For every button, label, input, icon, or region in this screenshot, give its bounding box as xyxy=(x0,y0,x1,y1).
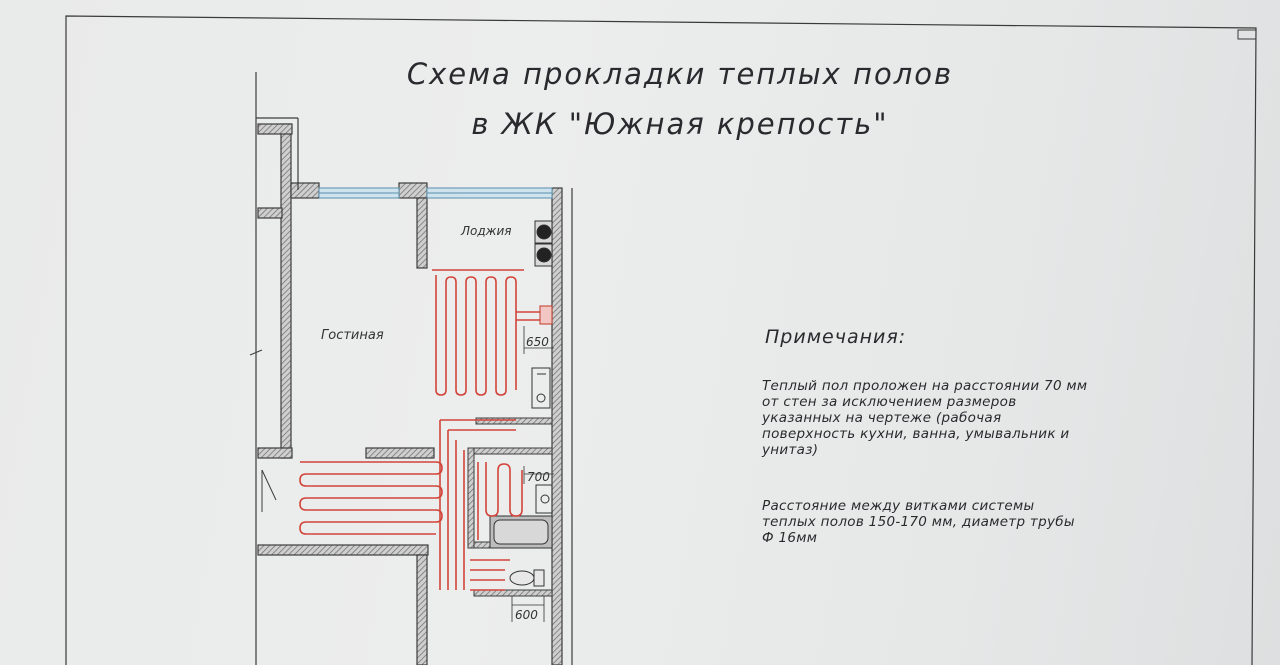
bathtub xyxy=(489,515,553,549)
note-pipe-spacing-line: теплых полов 150-170 мм, диаметр трубы xyxy=(762,514,1075,530)
note-offset-line: поверхность кухни, ванна, умывальник и xyxy=(762,426,1070,442)
bathroom-sink xyxy=(535,484,553,514)
kitchen-sink xyxy=(531,367,551,409)
room-label-loggia: Лоджия xyxy=(460,224,512,238)
note-offset-line: от стен за исключением размеров xyxy=(762,394,1017,410)
drawing-subtitle: в ЖК "Южная крепость" xyxy=(471,107,889,141)
pipe-collector xyxy=(539,305,553,325)
entrance-door xyxy=(261,469,277,512)
room-label-living-room: Гостиная xyxy=(321,328,384,343)
note-pipe-spacing: Расстояние между витками системы теплых … xyxy=(762,498,1075,546)
note-offset-line: указанных на чертеже (рабочая xyxy=(762,410,1002,426)
exterior-walls xyxy=(257,123,563,665)
heating-pipe xyxy=(299,269,548,591)
ventilation-units xyxy=(534,220,553,267)
dimension-700: 700 xyxy=(527,470,550,484)
toilet xyxy=(509,569,545,587)
loggia-window xyxy=(318,187,553,199)
note-pipe-spacing-line: Ф 16мм xyxy=(762,530,818,546)
note-offset: Теплый пол проложен на расстоянии 70 мм … xyxy=(762,378,1087,458)
dimension-lines xyxy=(511,326,554,622)
dimension-600: 600 xyxy=(515,608,538,622)
note-offset-line: унитаз) xyxy=(762,442,819,458)
notes-heading: Примечания: xyxy=(765,326,907,348)
drawing-title: Схема прокладки теплых полов xyxy=(406,57,954,91)
dimension-650: 650 xyxy=(526,335,549,349)
note-offset-line: Теплый пол проложен на расстоянии 70 мм xyxy=(762,378,1088,394)
note-pipe-spacing-line: Расстояние между витками системы xyxy=(762,498,1035,514)
